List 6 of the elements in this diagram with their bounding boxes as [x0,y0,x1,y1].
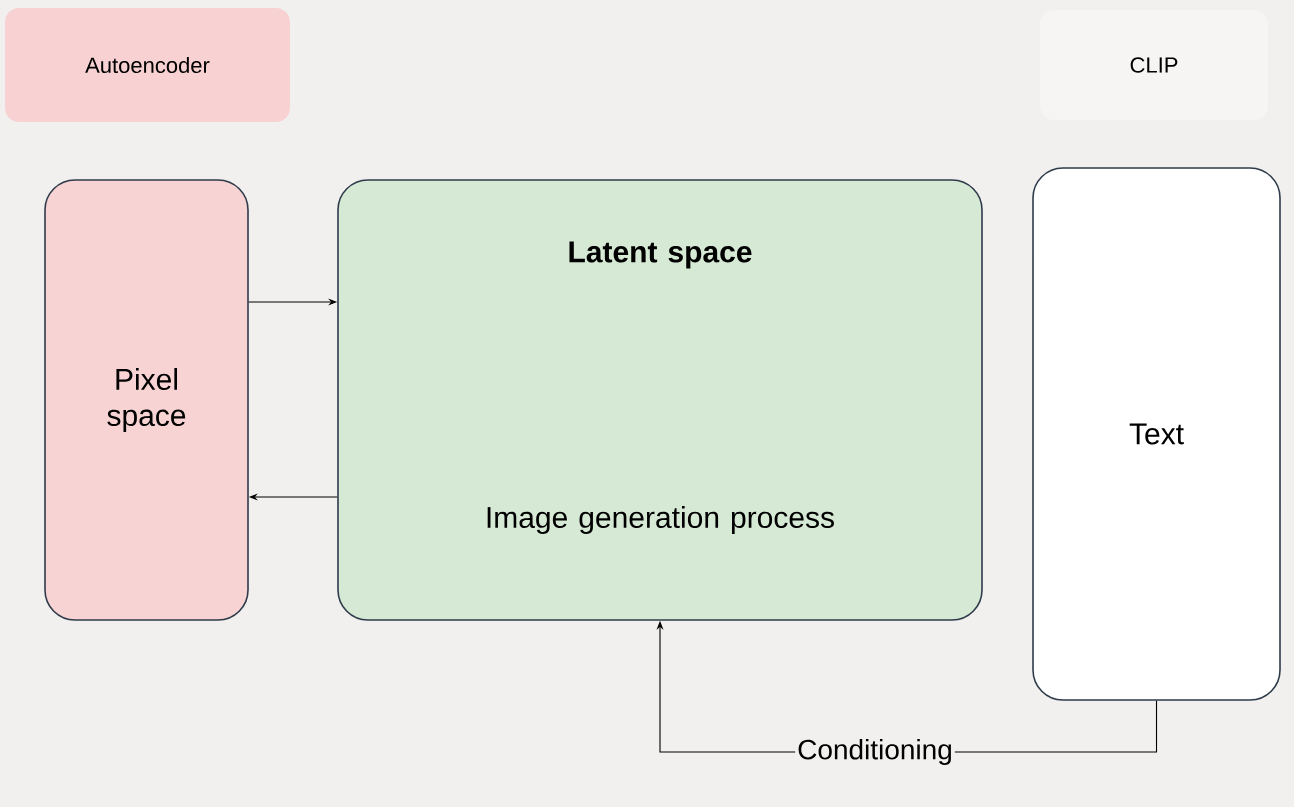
edge-label: Conditioning [795,736,955,768]
space-box: Pixel space [44,179,249,621]
space-box: Text [1032,167,1281,701]
space-box: Latent space Image generation process [337,179,983,621]
label-box: Autoencoder [5,8,290,122]
label-box: CLIP [1040,10,1268,120]
